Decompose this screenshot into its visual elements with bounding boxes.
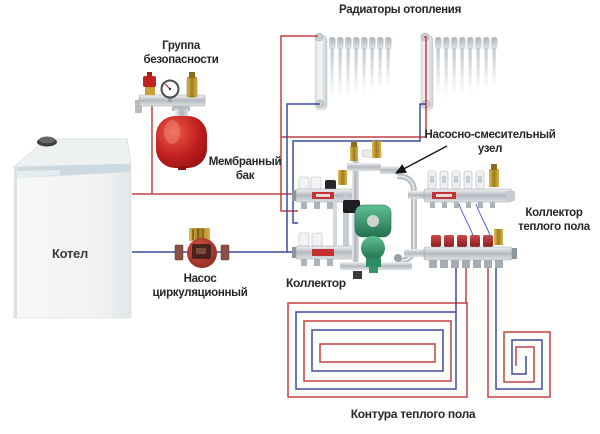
radiator-2 (420, 32, 498, 111)
circulation-pump-graphic (174, 228, 230, 268)
label-circulation-pump: Насос циркуляционный (152, 273, 248, 299)
label-boiler: Котел (52, 246, 88, 261)
capillary-tube (475, 203, 492, 239)
capillary-tube (458, 203, 475, 239)
collector-left (292, 170, 354, 266)
label-collector: Коллектор (286, 276, 346, 290)
safety-valve (145, 86, 155, 95)
safety-group-graphic (135, 72, 207, 170)
supply-pipes (132, 35, 551, 398)
mixing-unit (340, 141, 417, 279)
label-floor-collector: Коллектор теплого пола (518, 207, 590, 233)
boiler-graphic (12, 136, 132, 319)
label-safety-group: Группа безопасности (143, 40, 219, 66)
air-vent (186, 76, 198, 98)
valve-cap (431, 235, 441, 247)
mixing-pump-volute (361, 236, 385, 260)
label-floor-loops: Контура теплого пола (350, 407, 476, 421)
label-radiators: Радиаторы отопления (339, 4, 461, 16)
label-membrane-tank: Мембранный бак (208, 156, 282, 182)
radiator-1 (314, 32, 392, 111)
membrane-tank-graphic (156, 116, 207, 168)
collector-floor (404, 164, 517, 268)
label-mixing-unit: Насосно-смесительный узел (424, 129, 556, 155)
mixing-unit-arrow (394, 145, 448, 174)
